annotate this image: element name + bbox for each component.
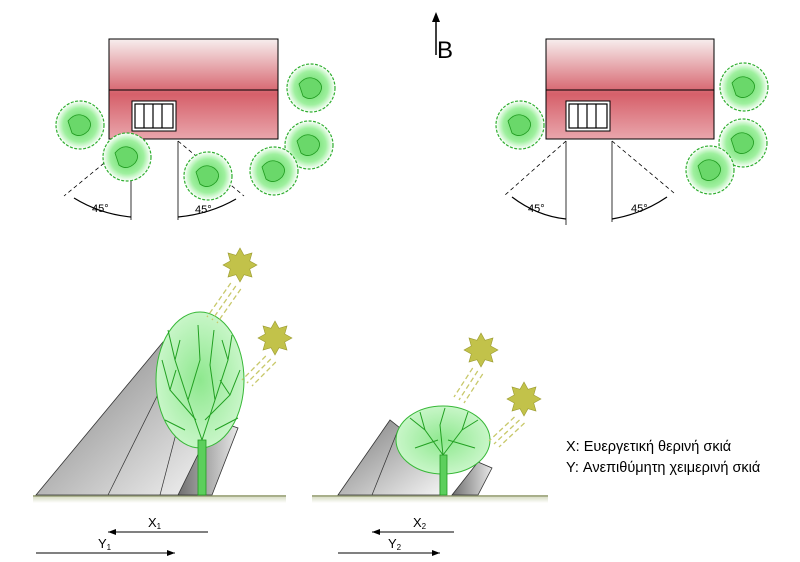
svg-text:X1: X1 xyxy=(148,515,162,531)
bush-icon xyxy=(719,62,769,112)
ground xyxy=(33,495,286,503)
plan-left: 45° 45° xyxy=(63,38,279,220)
suns xyxy=(453,332,542,448)
north-label: Β xyxy=(437,37,453,64)
y1-label: Y xyxy=(98,536,107,551)
angle-label: 45° xyxy=(631,203,648,215)
x2-label: X xyxy=(413,515,422,530)
suns xyxy=(206,247,293,387)
y1-subscript: 1 xyxy=(107,543,112,552)
angle-label: 45° xyxy=(92,203,109,215)
sun-icon xyxy=(206,247,258,324)
section-left: X1 Y1 xyxy=(33,247,293,556)
legend-y: Y: Ανεπιθύμητη χειμερινή σκιά xyxy=(566,460,761,476)
angle-label: 45° xyxy=(195,204,212,216)
bush-icon xyxy=(284,120,334,170)
sun-icon xyxy=(453,332,499,404)
x2-subscript: 2 xyxy=(422,522,427,531)
legend: X: Ευεργετική θερινή σκιά Y: Ανεπιθύμητη… xyxy=(566,437,760,479)
legend-x: X: Ευεργετική θερινή σκιά xyxy=(566,439,732,455)
sun-icon xyxy=(488,381,542,448)
plan-right: 45° 45° xyxy=(504,38,715,225)
y2-label: Y xyxy=(388,536,397,551)
north-arrow: Β xyxy=(432,12,453,64)
bush-icon xyxy=(286,63,336,113)
ground xyxy=(312,495,548,503)
plan-trees xyxy=(55,62,769,201)
dimension-y2: Y2 xyxy=(338,536,440,556)
bush-icon xyxy=(249,146,299,196)
angle-label: 45° xyxy=(528,203,545,215)
bush-icon xyxy=(55,100,105,150)
bush-icon xyxy=(102,132,152,182)
dimension-x2: X2 xyxy=(372,515,454,535)
y2-subscript: 2 xyxy=(397,543,402,552)
dimension-x1: X1 xyxy=(108,515,208,535)
window-right xyxy=(565,100,611,132)
x1-subscript: 1 xyxy=(157,522,162,531)
bush-icon xyxy=(495,100,545,150)
svg-text:Y1: Y1 xyxy=(98,536,112,552)
x1-label: X xyxy=(148,515,157,530)
section-right: X2 Y2 xyxy=(312,332,548,556)
sun-icon xyxy=(241,320,293,387)
tree-crown xyxy=(155,311,245,449)
svg-text:X2: X2 xyxy=(413,515,427,531)
bush-icon xyxy=(718,118,768,168)
window-left xyxy=(131,100,177,132)
sightlines-right xyxy=(504,140,675,225)
summer-shadow xyxy=(451,461,493,496)
tree-trunk xyxy=(197,439,207,496)
dimension-y1: Y1 xyxy=(36,536,175,556)
bush-icon xyxy=(685,145,735,195)
svg-text:Y2: Y2 xyxy=(388,536,402,552)
bush-icon xyxy=(183,151,233,201)
tree-trunk xyxy=(439,454,448,496)
